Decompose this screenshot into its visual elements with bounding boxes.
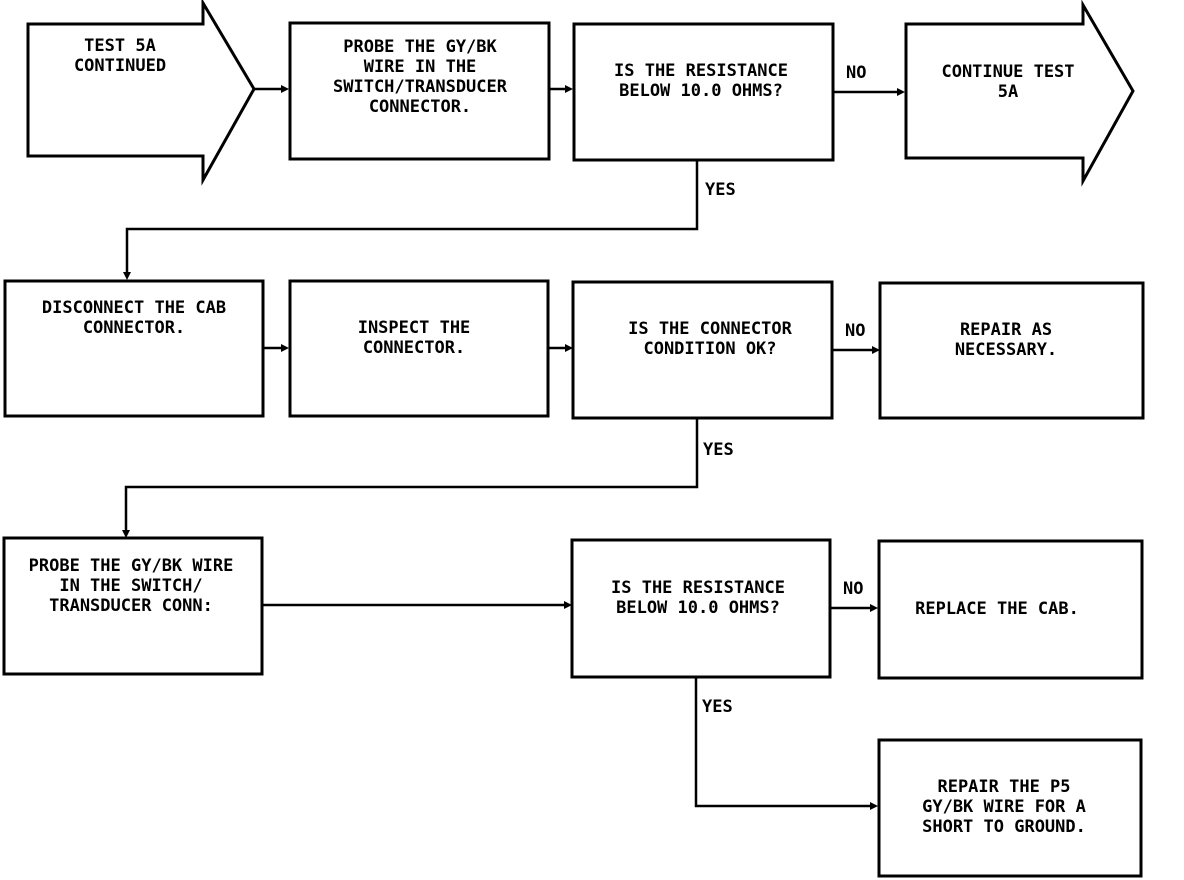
arrowhead (897, 88, 905, 96)
node-text-line: TRANSDUCER CONN: (49, 596, 213, 616)
node-text-line: CONTINUE TEST (941, 62, 1074, 82)
arrowhead (565, 344, 573, 352)
node-text-line: DISCONNECT THE CAB (42, 298, 226, 318)
label-no-2: NO (845, 321, 865, 341)
arrowhead (123, 272, 131, 280)
node-text-line: CONNECTOR. (369, 97, 471, 117)
node-text-line: PROBE THE GY/BK (343, 37, 497, 57)
label-no-3: NO (843, 579, 863, 599)
node-text-line: SWITCH/TRANSDUCER (333, 77, 508, 97)
node-text-line: REPAIR AS (960, 320, 1052, 340)
disconnect-node (3, 279, 265, 418)
connector-question2-yes (124, 418, 699, 533)
node-text-line: CONDITION OK? (643, 339, 776, 359)
node-text-line: BELOW 10.0 OHMS? (616, 598, 780, 618)
node-text-line: TEST 5A (84, 36, 156, 56)
label-no-1: NO (846, 63, 866, 83)
resistance-question-node-2 (570, 538, 832, 679)
probe-switch-node (2, 536, 264, 676)
connector-question1-yes (125, 160, 699, 275)
node-text-line: CONTINUED (74, 56, 166, 76)
replace-cab-node (877, 539, 1144, 680)
connector-question-node (571, 280, 834, 420)
node-text-line: PROBE THE GY/BK WIRE (29, 556, 234, 576)
node-text-line: IS THE CONNECTOR (628, 319, 793, 339)
label-yes-2: YES (703, 440, 734, 460)
arrowhead (872, 346, 880, 354)
arrowhead (870, 604, 878, 612)
arrowhead (281, 85, 289, 93)
node-text-line: CONNECTOR. (363, 338, 465, 358)
node-text-line: GY/BK WIRE FOR A (922, 797, 1086, 817)
arrowhead (122, 530, 130, 538)
label-yes-3: YES (702, 697, 733, 717)
resistance-question-node (572, 22, 835, 162)
arrowhead (870, 802, 878, 810)
node-text-line: IS THE RESISTANCE (614, 61, 788, 81)
node-text-line: WIRE IN THE (364, 57, 477, 77)
node-text-line: INSPECT THE (358, 318, 471, 338)
repair-short-node (877, 738, 1143, 878)
node-text-line: SHORT TO GROUND. (922, 817, 1086, 837)
label-yes-1: YES (705, 180, 736, 200)
node-text-line: IS THE RESISTANCE (611, 578, 785, 598)
node-text-line: BELOW 10.0 OHMS? (619, 81, 783, 101)
connectors (122, 85, 905, 810)
node-text-line: REPAIR THE P5 (937, 777, 1070, 797)
probe-wire-node (288, 21, 551, 161)
connector-question3-yes (694, 677, 875, 808)
node-text-line: IN THE SWITCH/ (59, 576, 202, 596)
continue-arrow-node (904, 0, 1135, 187)
arrowhead (565, 85, 573, 93)
arrowhead (564, 601, 572, 609)
node-text-line: NECESSARY. (955, 340, 1057, 360)
arrowhead (281, 344, 289, 352)
repair-necessary-node (878, 281, 1145, 420)
inspect-node (288, 279, 550, 418)
node-text-line: CONNECTOR. (83, 318, 185, 338)
node-text-line: REPLACE THE CAB. (915, 599, 1079, 619)
node-text-line: 5A (998, 82, 1018, 102)
start-arrow-node (26, 0, 256, 186)
replace-cab-node-text: REPLACE THE CAB. (915, 599, 1079, 619)
